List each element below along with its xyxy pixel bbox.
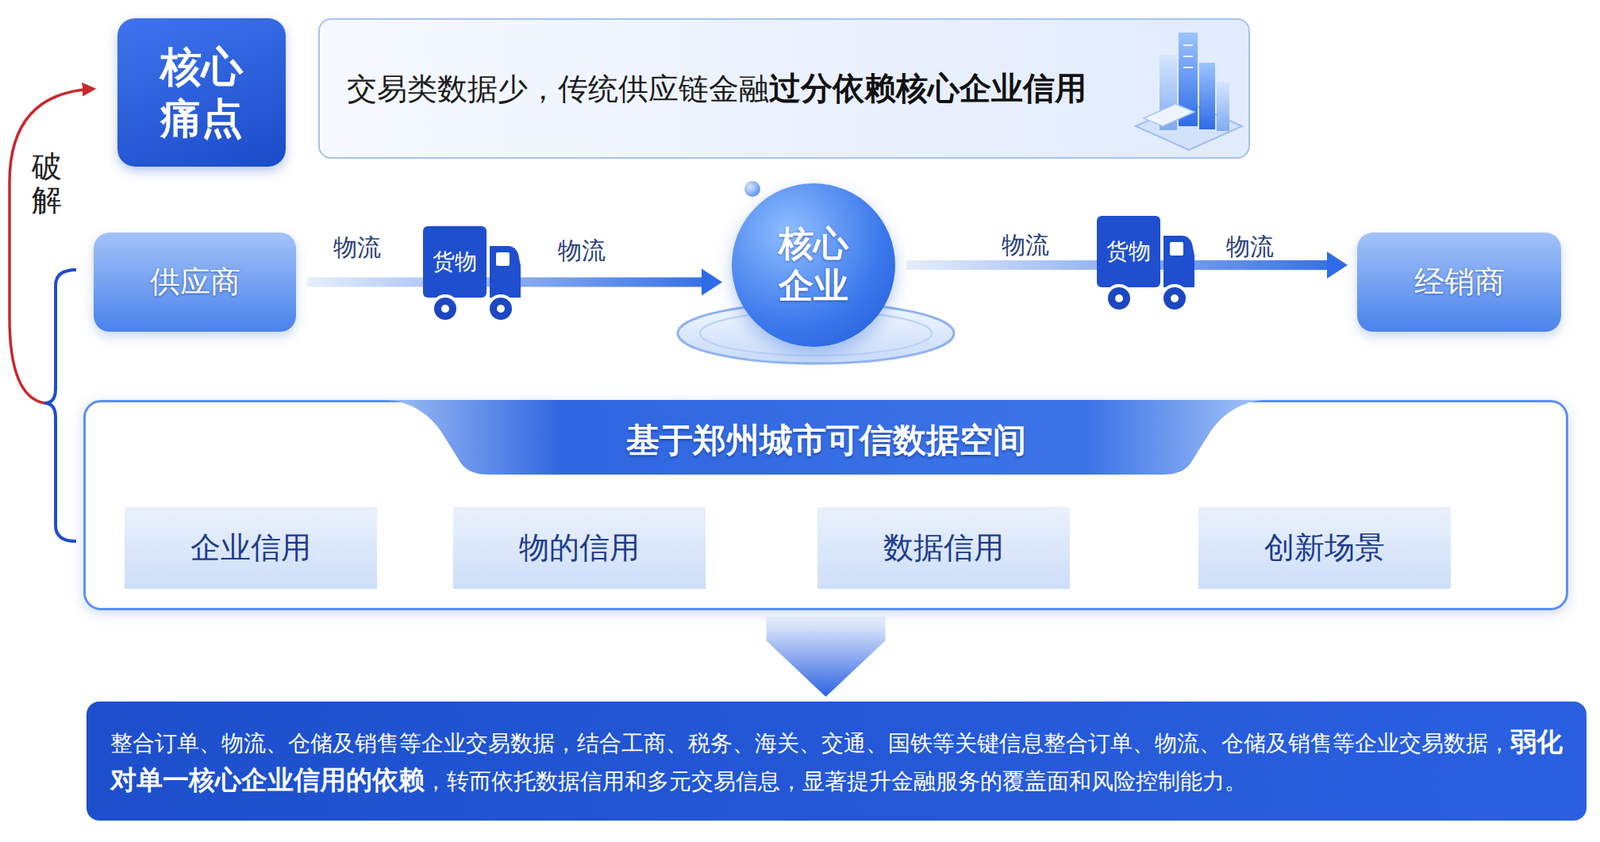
flow-label: 物流 <box>557 234 606 268</box>
text-wrap: 创新场景 <box>1264 527 1385 569</box>
truck-wheel <box>488 296 514 322</box>
arrow-head <box>1326 251 1348 279</box>
icon-tower <box>1199 62 1216 130</box>
truck-cab <box>1163 235 1195 288</box>
truck-window <box>1169 242 1184 256</box>
node-text: 创新场景 <box>1264 530 1385 566</box>
core-circle: 核心 企业 <box>731 183 896 347</box>
text-wrap: 整合订单、物流、仓储及销售等企业交易数据，结合工商、税务、海关、交通、国铁等关键… <box>110 723 1563 800</box>
building-illustration <box>1129 21 1249 157</box>
credit-box: 企业信用 <box>124 507 377 589</box>
icon-line <box>1183 44 1193 47</box>
truck-hub <box>1170 294 1179 303</box>
arrow-head <box>701 269 723 297</box>
summary-band: 整合订单、物流、仓储及销售等企业交易数据，结合工商、税务、海关、交通、国铁等关键… <box>86 701 1587 821</box>
truck-cab <box>489 246 521 298</box>
truck-icon <box>1096 215 1195 312</box>
node-text: ，转而依托数据信用和多元交易信息，显著提升金融服务的覆盖面和风险控制能力。 <box>424 768 1247 795</box>
text-wrap: 核心 痛点 <box>149 41 254 145</box>
cargo-label: 货物 <box>432 246 477 277</box>
tab-shape <box>388 400 1264 475</box>
truck-cargo <box>423 226 487 298</box>
node-text: 交易类数据少，传统供应链金融 <box>346 71 770 107</box>
icon-tower <box>1216 81 1230 131</box>
data-space-panel: 基于郑州城市可信数据空间企业信用 物的信用 数据信用 创新场景 <box>83 400 1569 611</box>
node-text: 物的信用 <box>519 530 640 566</box>
text-wrap: 基于郑州城市可信数据空间 <box>85 402 1566 463</box>
truck-wheel <box>432 296 458 322</box>
arrow-body <box>766 616 886 697</box>
truck-wheel <box>1161 285 1188 312</box>
party-box: 供应商 <box>93 232 297 332</box>
credit-box: 数据信用 <box>817 507 1070 589</box>
flow-label: 物流 <box>1226 230 1274 264</box>
solve-arrow <box>9 88 93 404</box>
flow-label: 物流 <box>333 231 381 265</box>
truck-icon <box>423 226 521 322</box>
icon-sheet <box>1143 103 1195 127</box>
node-text: 企业信用 <box>190 530 312 566</box>
node-text: 过分依赖核心企业信用 <box>769 69 1087 107</box>
truck-hub <box>496 304 505 313</box>
icon-line <box>1183 66 1193 69</box>
text-wrap: 数据信用 <box>883 527 1004 569</box>
scenario-box: 创新场景 <box>1198 507 1451 589</box>
node-text: 核心 企业 <box>778 223 849 306</box>
flow-label: 物流 <box>1001 229 1050 262</box>
truck-window <box>496 252 510 266</box>
credit-box: 物的信用 <box>453 507 706 589</box>
group-bracket <box>44 269 77 542</box>
text-wrap: 交易类数据少，传统供应链金融过分依赖核心企业信用 <box>346 66 1087 111</box>
node-text: 数据信用 <box>883 530 1004 566</box>
truck-hub <box>1115 294 1124 303</box>
icon-line <box>1183 55 1193 58</box>
truck-cargo <box>1096 215 1161 288</box>
node-text: 经销商 <box>1414 264 1505 300</box>
down-arrow <box>766 616 886 697</box>
node-text: 供应商 <box>150 264 241 300</box>
party-box: 经销商 <box>1357 232 1562 332</box>
pain-point-badge: 核心 痛点 <box>117 18 286 167</box>
decor-dot <box>744 180 761 197</box>
side-label: 破解 <box>31 150 62 218</box>
pain-statement-box: 交易类数据少，传统供应链金融过分依赖核心企业信用 <box>318 18 1250 159</box>
node-text: 整合订单、物流、仓储及销售等企业交易数据，结合工商、税务、海关、交通、国铁等关键… <box>110 730 1511 757</box>
text-wrap: 供应商 <box>150 261 241 303</box>
text-wrap: 企业信用 <box>190 527 312 569</box>
text-wrap: 物的信用 <box>519 527 640 569</box>
node-text: 核心 痛点 <box>160 42 243 143</box>
truck-wheel <box>1106 285 1132 312</box>
text-wrap: 经销商 <box>1414 261 1505 303</box>
truck-hub <box>441 304 450 313</box>
text-wrap: 核心 企业 <box>769 223 858 308</box>
node-text: 基于郑州城市可信数据空间 <box>626 420 1027 460</box>
cargo-label: 货物 <box>1106 236 1151 267</box>
